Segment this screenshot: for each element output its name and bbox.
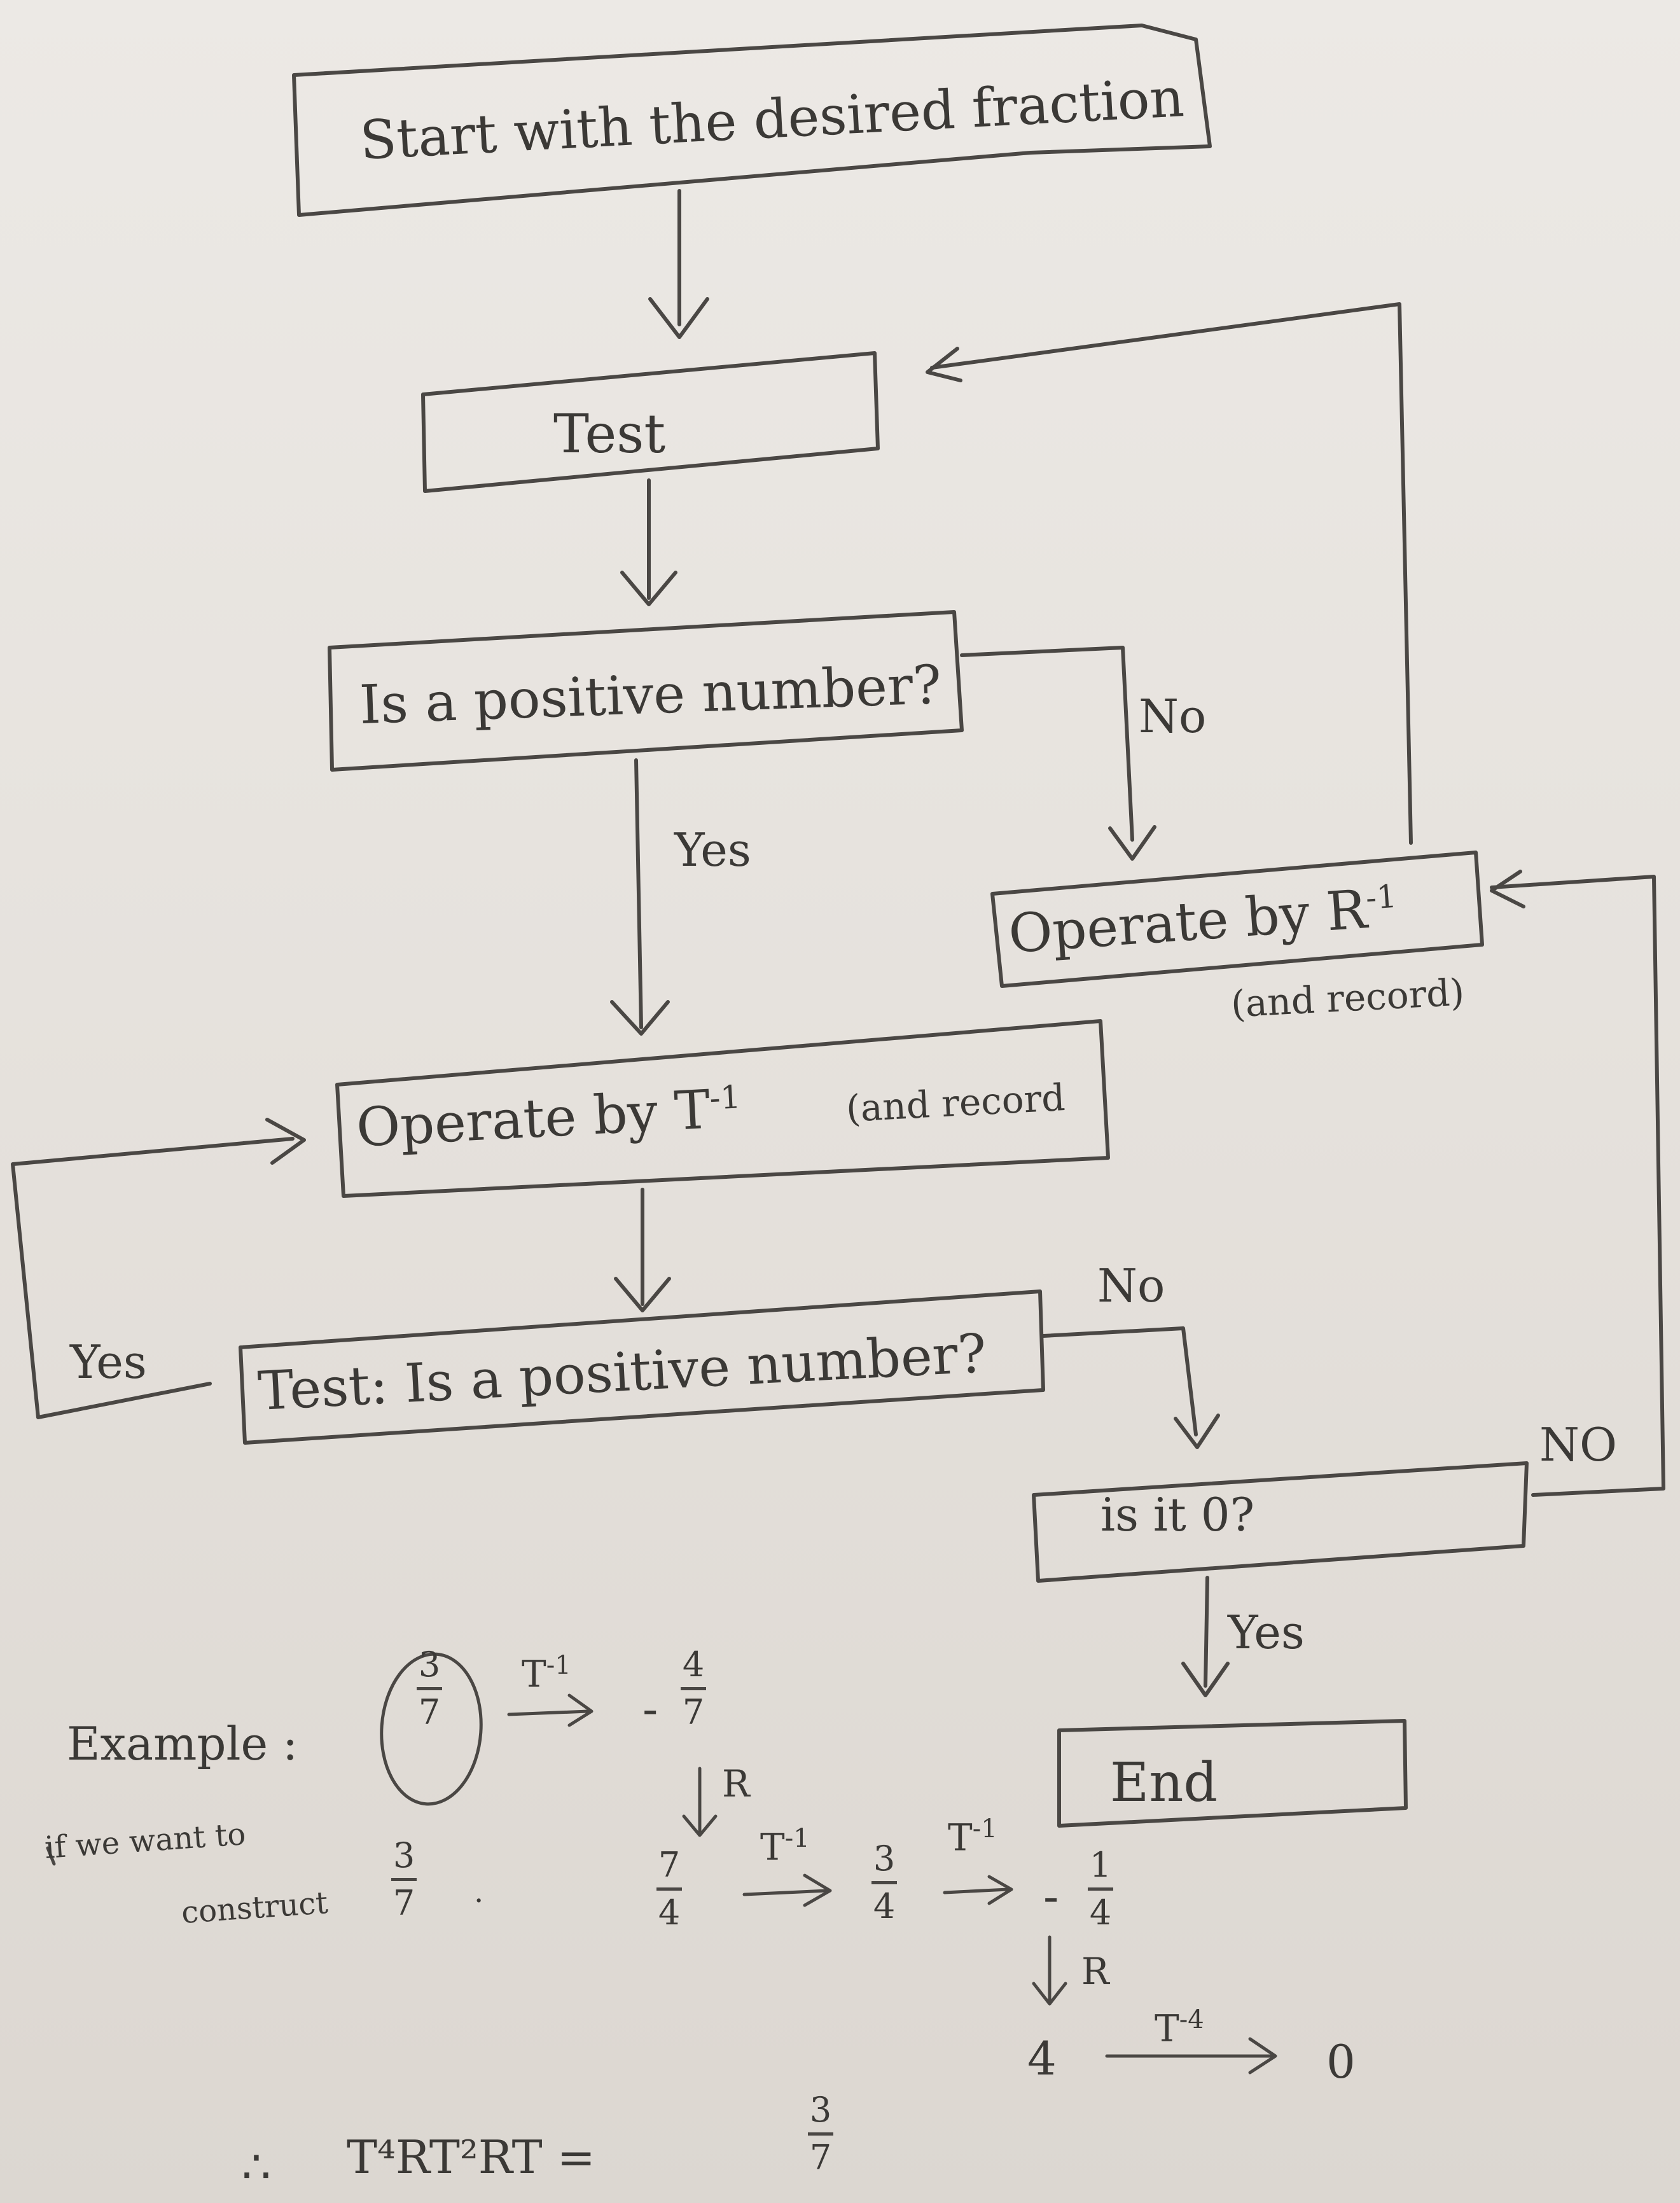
r-label-1: R bbox=[722, 1762, 750, 1805]
op4-label: T-4 bbox=[1155, 2005, 1204, 2050]
is-zero-label: is it 0? bbox=[1100, 1488, 1255, 1541]
test-box bbox=[421, 351, 880, 493]
result1-sign: - bbox=[642, 1682, 658, 1735]
zero-value: 0 bbox=[1326, 2035, 1356, 2088]
operate-t-box bbox=[335, 1019, 1110, 1198]
r-label-2: R bbox=[1081, 1950, 1109, 1993]
no-label-2: No bbox=[1097, 1259, 1165, 1312]
yes-label-2: Yes bbox=[70, 1335, 147, 1389]
start-box bbox=[292, 24, 1212, 217]
no-label-3: NO bbox=[1539, 1418, 1618, 1471]
result3-sign: - bbox=[1043, 1870, 1059, 1923]
conclusion-prefix: ∴ bbox=[242, 2140, 271, 2193]
operate-t-note: (and record bbox=[845, 1076, 1066, 1130]
end-label: End bbox=[1110, 1751, 1218, 1814]
op1-label: T-1 bbox=[522, 1651, 571, 1696]
yes-label-3: Yes bbox=[1228, 1606, 1305, 1659]
start-fraction-circle bbox=[380, 1652, 483, 1806]
yes-label-1: Yes bbox=[674, 823, 751, 877]
example-note-dot: . bbox=[474, 1874, 484, 1910]
operate-r-exponent: -1 bbox=[1364, 877, 1398, 917]
op3-label: T-1 bbox=[948, 1814, 997, 1859]
operate-t-exponent: -1 bbox=[708, 1078, 742, 1117]
four-value: 4 bbox=[1027, 2032, 1057, 2085]
op2-label: T-1 bbox=[760, 1824, 810, 1869]
example-label: Example : bbox=[67, 1717, 298, 1770]
test-label: Test bbox=[553, 403, 666, 465]
is-positive-box-1 bbox=[328, 610, 964, 772]
is-zero-box bbox=[1032, 1461, 1529, 1583]
test-positive-box-2 bbox=[239, 1289, 1045, 1445]
conclusion-expression: T⁴RT²RT = bbox=[347, 2130, 595, 2184]
operate-r-note: (and record) bbox=[1230, 970, 1466, 1026]
end-box bbox=[1057, 1719, 1408, 1828]
no-label-1: No bbox=[1139, 690, 1207, 743]
operate-r-box bbox=[990, 851, 1484, 988]
